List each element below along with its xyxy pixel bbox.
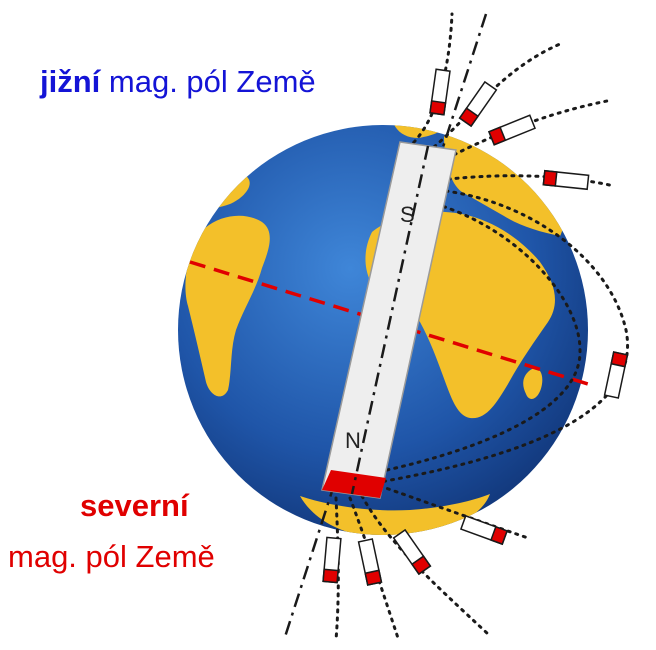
continents	[178, 125, 563, 535]
field-line	[438, 174, 616, 188]
compass-needle	[392, 528, 432, 576]
field-line	[406, 12, 454, 150]
compass-needle	[429, 68, 451, 116]
north-magnetic-pole-label-line2: mag. pól Země	[8, 539, 215, 574]
north-magnetic-pole-label-line1: severní	[80, 488, 189, 523]
compass-needle	[488, 114, 536, 146]
magnet-letter-south: S	[400, 202, 415, 227]
compass-needles	[322, 68, 629, 586]
magnet-letter-north: N	[345, 428, 361, 453]
magnetic-axis-line	[350, 145, 430, 495]
compass-needle	[458, 80, 498, 128]
south-label-rest: mag. pól Země	[100, 64, 316, 99]
continent-eurasia	[444, 135, 563, 236]
bar-magnet: S N	[321, 141, 457, 499]
magnet-north-end	[322, 470, 386, 498]
field-line	[378, 188, 629, 484]
continent-madagascar	[523, 368, 543, 399]
continent-south-america	[185, 215, 270, 397]
field-line	[376, 202, 582, 474]
compass-needle	[357, 538, 383, 586]
field-line	[334, 496, 340, 642]
south-magnetic-pole-label: jižní mag. pól Země	[40, 62, 316, 102]
compass-needle	[459, 514, 509, 546]
compass-needle	[322, 536, 342, 584]
compass-needle	[542, 169, 590, 191]
compass-needle	[603, 351, 629, 399]
field-line	[378, 484, 530, 540]
south-label-strong: jižní	[40, 64, 101, 99]
